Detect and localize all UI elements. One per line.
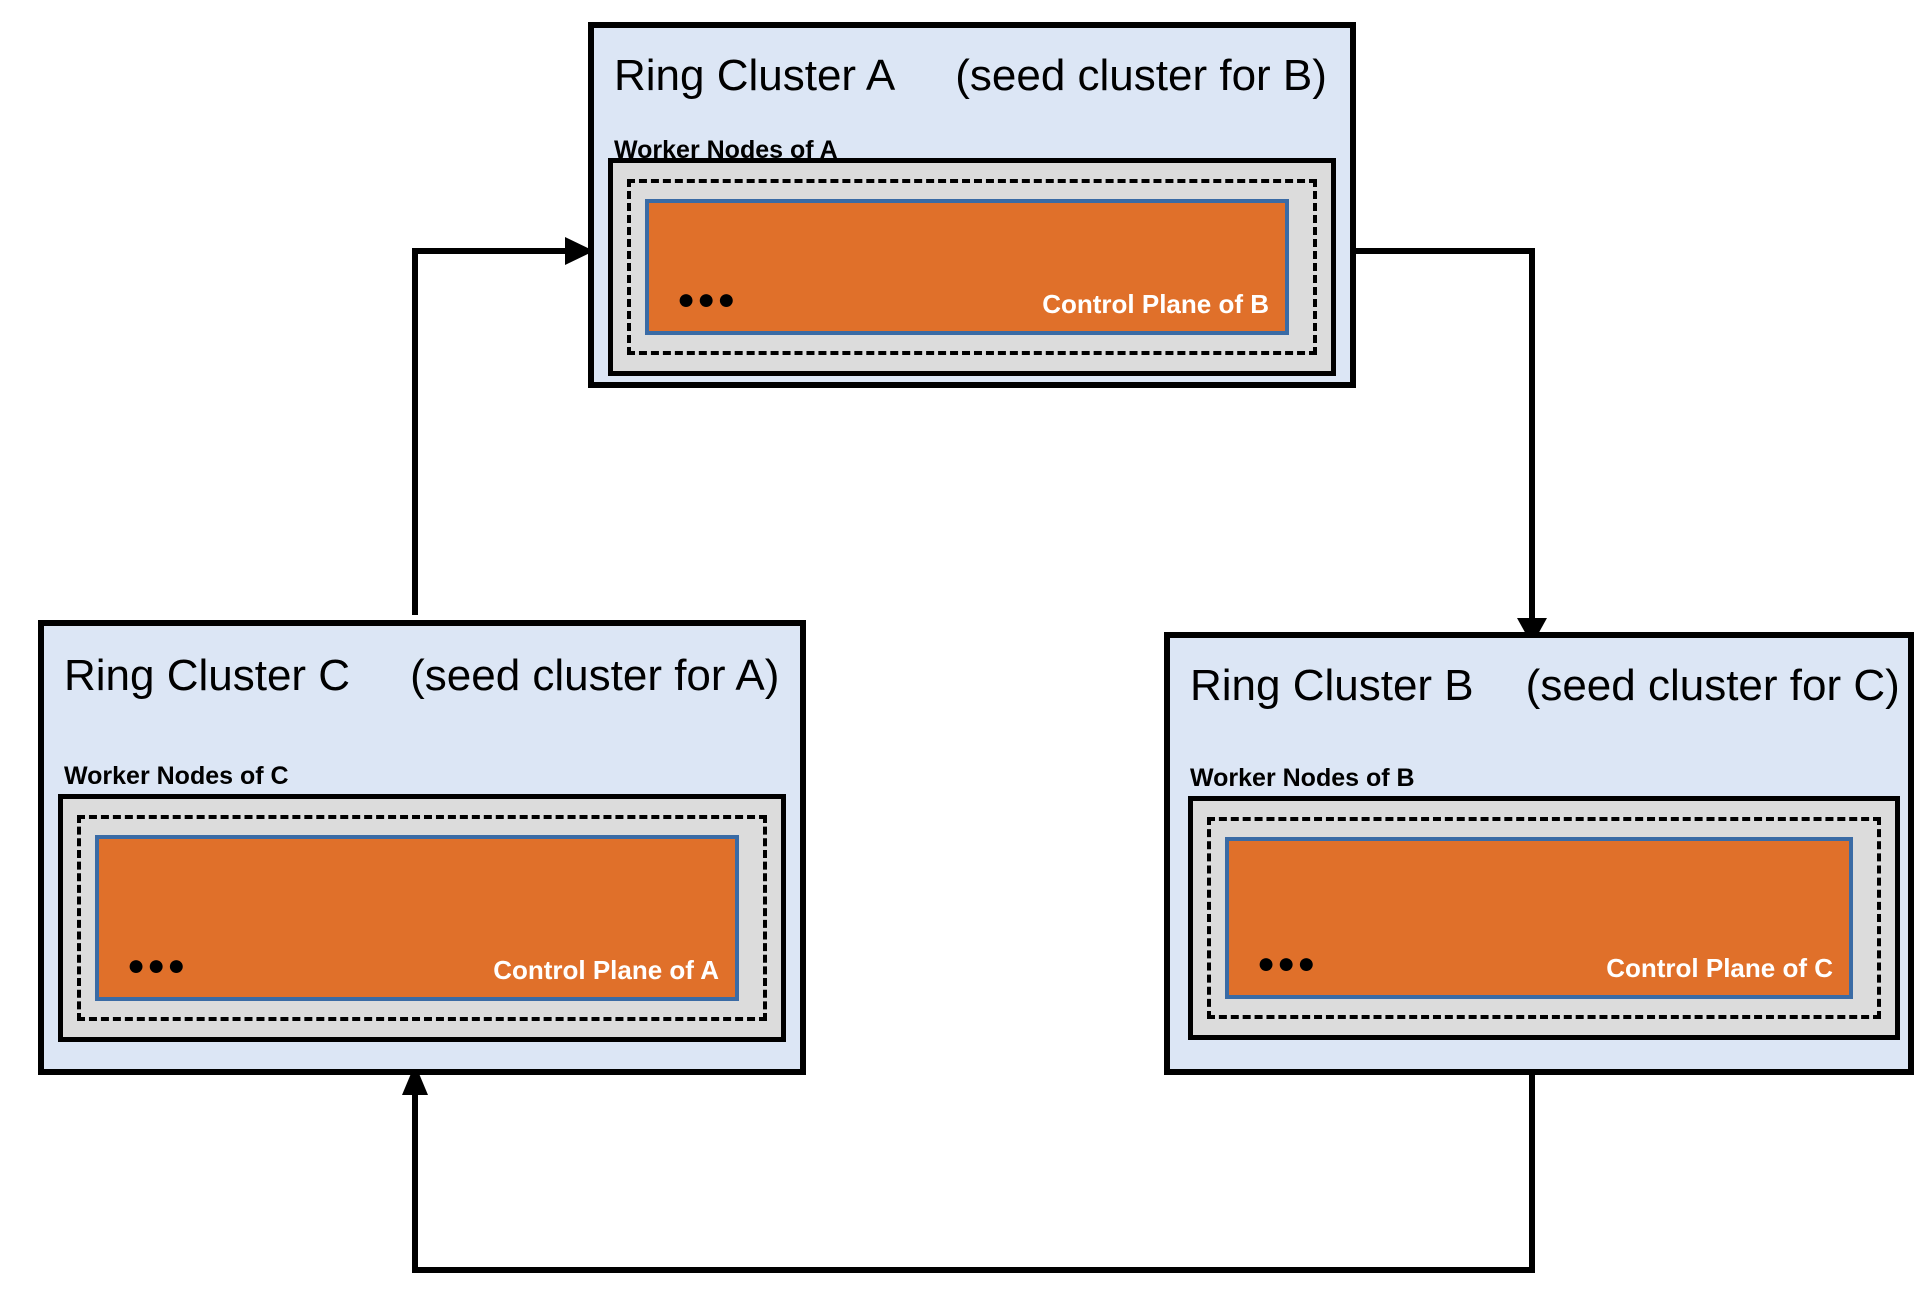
cluster-a-ellipsis: ●●●: [677, 283, 738, 316]
cluster-a-name: Ring Cluster A: [614, 51, 896, 100]
cluster-c-worker-nodes-label: Worker Nodes of C: [64, 762, 289, 790]
cluster-c-name: Ring Cluster C: [64, 651, 351, 700]
cluster-b-name: Ring Cluster B: [1190, 661, 1474, 710]
cluster-a-title: Ring Cluster A (seed cluster for B): [614, 54, 1327, 98]
cluster-c-node-boundary: ●●● Control Plane of A: [77, 815, 767, 1021]
cluster-a-control-plane-b: ●●● Control Plane of B: [645, 199, 1289, 335]
cluster-b-title: Ring Cluster B (seed cluster for C): [1190, 664, 1900, 708]
cluster-c: Ring Cluster C (seed cluster for A) Worke…: [38, 620, 806, 1075]
cluster-a: Ring Cluster A(seed cluster for B) Worke…: [588, 22, 1356, 388]
cluster-c-worker-nodes-box: ●●● Control Plane of A: [58, 794, 786, 1042]
connector-b-to-c: [402, 1064, 1535, 1273]
cluster-b: Ring Cluster B (seed cluster for C) Worke…: [1164, 632, 1914, 1075]
cluster-c-control-plane-label: Control Plane of A: [493, 955, 719, 985]
cluster-b-worker-nodes-box: ●●● Control Plane of C: [1188, 796, 1900, 1040]
cluster-a-seed-note: (seed cluster for B): [955, 51, 1327, 100]
cluster-c-title: Ring Cluster C (seed cluster for A): [64, 654, 779, 698]
cluster-c-ellipsis: ●●●: [127, 949, 188, 982]
cluster-c-control-plane-a: ●●● Control Plane of A: [95, 835, 739, 1001]
cluster-b-ellipsis: ●●●: [1257, 947, 1318, 980]
cluster-b-node-boundary: ●●● Control Plane of C: [1207, 817, 1881, 1019]
cluster-c-seed-note: (seed cluster for A): [410, 651, 780, 700]
cluster-b-control-plane-label: Control Plane of C: [1606, 953, 1833, 983]
connector-a-to-b: [1355, 248, 1547, 645]
cluster-a-worker-nodes-box: ●●● Control Plane of B: [608, 158, 1336, 376]
cluster-a-control-plane-label: Control Plane of B: [1042, 289, 1269, 319]
cluster-b-worker-nodes-label: Worker Nodes of B: [1190, 764, 1415, 792]
cluster-b-control-plane-c: ●●● Control Plane of C: [1225, 837, 1853, 999]
cluster-b-seed-note: (seed cluster for C): [1525, 661, 1900, 710]
connector-c-to-a: [412, 237, 594, 615]
cluster-a-node-boundary: ●●● Control Plane of B: [627, 179, 1317, 355]
